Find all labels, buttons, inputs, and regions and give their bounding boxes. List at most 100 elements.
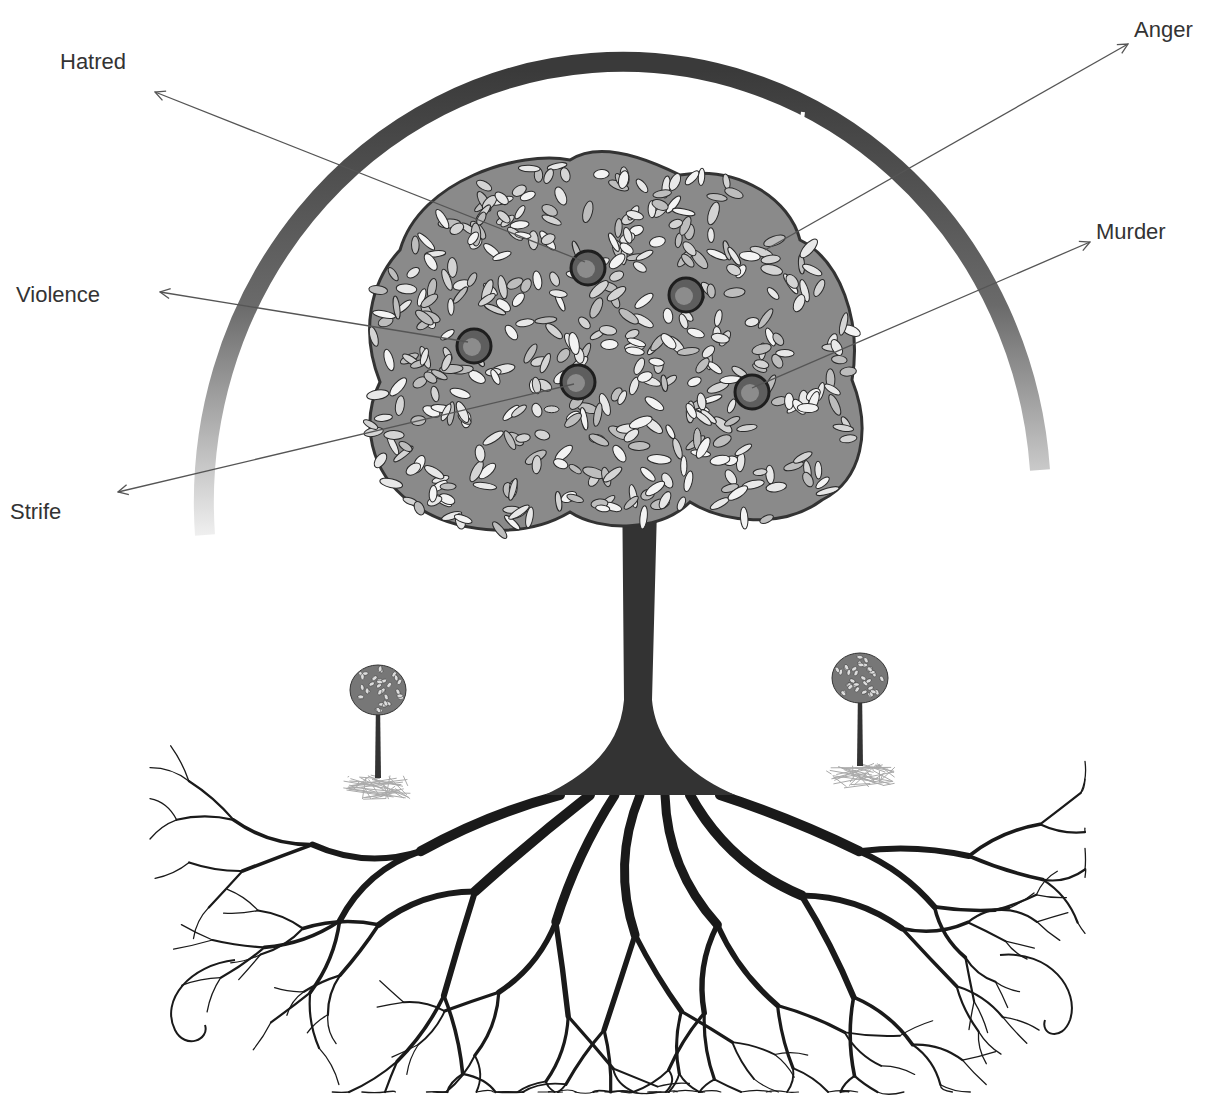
root-line [940,1085,970,1092]
leaf [812,278,828,298]
leaf [396,283,417,295]
root-line [995,910,1037,922]
root-line [732,1042,775,1054]
tree-roots [150,746,1086,1094]
root-line [635,935,681,1012]
root-line [720,795,859,851]
leaf [366,388,390,401]
root-line [566,1030,604,1084]
leaf [515,433,531,443]
leaf [751,342,773,357]
root-line [787,1091,798,1093]
leaf [710,332,730,345]
root-line [258,911,303,929]
leaf [625,346,645,357]
leaf [530,402,544,418]
small-tree-root [883,783,895,785]
root-line [538,1091,558,1092]
leaf [681,239,699,258]
leaf [429,485,438,502]
root-line [828,1091,858,1092]
leaf [765,465,775,484]
root-line [264,921,339,947]
leaf [765,286,780,302]
root-line [239,955,261,980]
root-line [974,1001,988,1032]
tree-canopy [370,152,862,531]
root-line [704,1013,714,1079]
root-line [312,845,421,859]
small-tree-leaf [383,700,389,707]
small-tree-leaf [857,655,863,659]
leaf [667,172,683,192]
leaf [542,167,556,185]
leaf [672,207,696,217]
root-line [1037,913,1068,922]
leaf [759,513,775,525]
root-line [877,1092,904,1094]
root-line [1081,779,1085,793]
root-line [303,922,379,929]
leaf [387,375,409,398]
halo-arc [204,62,1040,535]
leaf [405,265,421,280]
root-line [969,824,1040,856]
root-line [189,781,234,820]
leaf [633,291,656,311]
small-tree-root [350,779,382,789]
leaf [677,346,700,356]
leaf [372,451,390,470]
leaf [466,230,481,246]
small-tree-leaf [861,689,868,695]
leaf [647,454,672,465]
leaf [622,427,641,445]
small-tree-leaf [870,689,877,694]
leaf [368,284,388,295]
leaf [423,463,446,482]
leaf [736,423,757,433]
root-line [1084,869,1086,878]
leaf [709,454,730,467]
root-line [1037,922,1060,941]
small-tree-root [385,780,407,783]
leaf [628,441,650,450]
leaf [756,307,775,330]
root-line [969,1001,974,1029]
leaf [581,200,595,224]
arc-nick [800,112,803,134]
leaf [510,220,530,230]
leaf [626,336,646,348]
root-line [150,820,177,839]
leaf [838,312,850,336]
root-line [380,981,404,1003]
small-tree-leaf [866,666,873,673]
root-line [700,1079,715,1092]
root-line [633,1070,668,1092]
leaf [467,459,486,484]
root-line [1036,895,1066,898]
leaf [543,321,564,341]
leaf [440,483,456,490]
leaf [686,375,702,388]
tree-leaves [362,161,862,540]
leaf [477,291,497,308]
root-line [1078,923,1085,934]
leaf [540,202,560,219]
leaf [740,507,749,529]
root-line [732,1042,754,1079]
root-line [995,982,1019,992]
leaf [495,209,512,225]
root-line [446,1056,475,1093]
fruit [669,278,703,312]
root-line [978,1031,986,1063]
leaf [677,313,689,330]
root-line [207,978,221,1012]
leaf [473,481,497,491]
leaf [634,177,650,194]
leaf [465,271,478,288]
small-tree-leaf [851,666,858,672]
root-line [699,1091,720,1092]
leaf [544,406,559,413]
leaf [696,392,707,410]
root-line [1036,871,1057,895]
